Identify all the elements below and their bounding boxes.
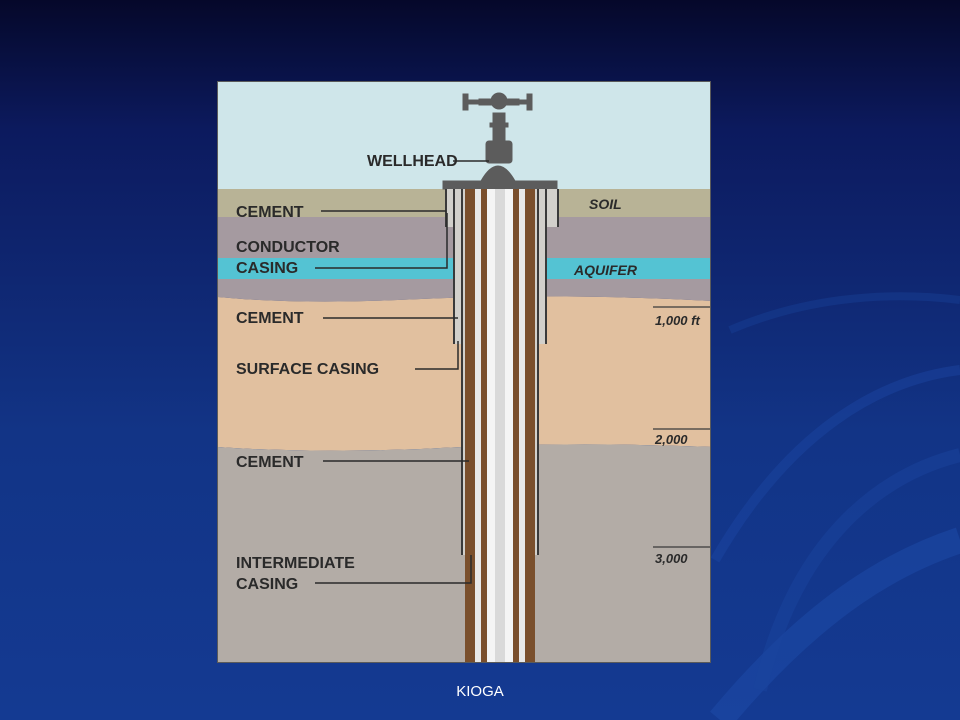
production-tubing-left <box>487 189 495 662</box>
casing-string-mid-left <box>481 189 487 662</box>
leader-surface <box>415 341 459 370</box>
cement-label-3: CEMENT <box>236 454 304 471</box>
leader-conductor <box>315 213 448 269</box>
wellhead-label: WELLHEAD <box>367 153 458 170</box>
leader-intermediate <box>315 555 472 584</box>
production-tubing-right <box>505 189 513 662</box>
soil-label: SOIL <box>589 196 622 212</box>
surface-casing-label: SURFACE CASING <box>236 361 379 378</box>
conductor-label-line2: CASING <box>236 260 298 277</box>
wellhead-icon <box>442 92 558 190</box>
depth-label-2000: 2,000 <box>654 432 688 447</box>
casing-string-outer-left <box>465 189 475 662</box>
conductor-label-line1: CONDUCTOR <box>236 239 340 256</box>
intermediate-label-line2: CASING <box>236 576 298 593</box>
casing-string-outer-right <box>525 189 535 662</box>
depth-label-1000: 1,000 ft <box>655 313 700 328</box>
well-casing-diagram: WELLHEAD CEMENT CONDUCTOR CASING CEMENT … <box>217 81 711 663</box>
depth-label-3000: 3,000 <box>655 551 688 566</box>
cement-label-2: CEMENT <box>236 310 304 327</box>
aquifer-label: AQUIFER <box>573 262 638 278</box>
well-bore <box>495 189 505 662</box>
intermediate-label-line1: INTERMEDIATE <box>236 555 355 572</box>
footer-caption: KIOGA <box>456 683 504 700</box>
casing-string-mid-right <box>513 189 519 662</box>
cement-label-1: CEMENT <box>236 204 304 221</box>
